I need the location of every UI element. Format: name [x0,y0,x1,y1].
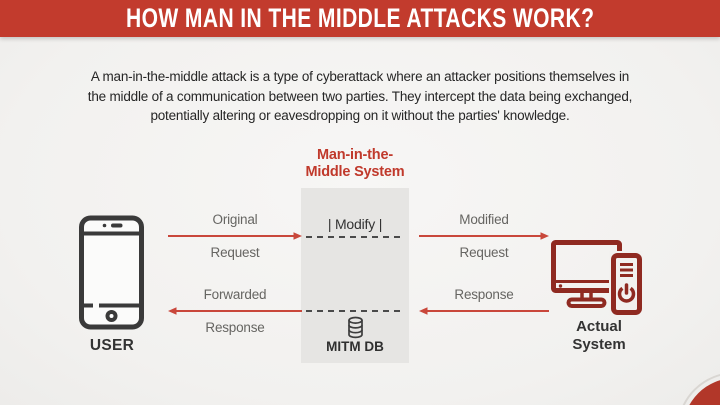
dashed-divider-bottom [306,310,404,312]
actual-system-label: Actual System [551,318,647,354]
mitm-title-line: Man-in-the- [317,147,393,163]
mitm-system-title: Man-in-the- Middle System [281,147,429,181]
header-bar: HOW MAN IN THE MIDDLE ATTACKS WORK? [0,0,720,37]
mitm-title-line: Middle System [305,164,405,180]
flow-label: Response [205,320,265,335]
database-icon [301,316,409,344]
flow-forwarded-response: Forwarded Response [168,287,302,336]
flow-label: Request [210,245,260,260]
description-paragraph: A man-in-the-middle attack is a type of … [35,67,685,126]
description-line: potentially altering or eavesdropping on… [150,108,570,123]
actual-system-label-line: System [572,336,626,353]
flow-response: Response [419,287,549,336]
mitm-db-label: MITM DB [326,339,384,354]
smartphone-icon [78,215,145,335]
flow-modified-request: Modified Request [419,212,549,261]
flow-label: Original [212,212,258,227]
flow-label: Request [459,245,509,260]
actual-system-label-line: Actual [576,318,622,335]
flow-label: Response [454,287,514,302]
description-line: the middle of a communication between tw… [87,88,633,104]
desktop-computer-icon [551,238,643,321]
dashed-divider-top [306,236,404,238]
arrow-right-icon [419,232,549,240]
modify-label: | Modify | [327,216,383,232]
arrow-left-icon [168,307,302,315]
page-title: HOW MAN IN THE MIDDLE ATTACKS WORK? [125,3,595,33]
flow-label: Modified [459,212,509,227]
arrow-right-icon [168,232,302,240]
flow-label: Forwarded [203,287,267,302]
mitm-system-box: | Modify | MITM DB [301,188,409,363]
arrow-left-icon [419,307,549,315]
flow-original-request: Original Request [168,212,302,261]
user-label: USER [89,337,135,354]
description-line: A man-in-the-middle attack is a type of … [90,69,630,84]
